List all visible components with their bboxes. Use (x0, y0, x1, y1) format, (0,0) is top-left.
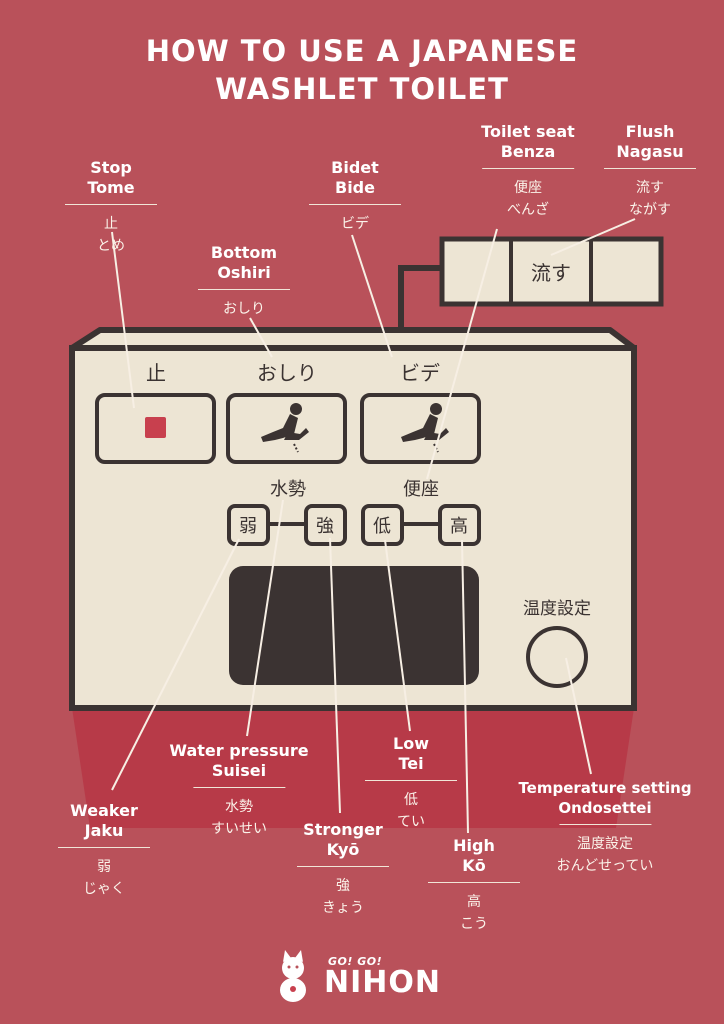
callout-water-pressure-en2: Suisei (211, 761, 267, 780)
callout-flush-en2: Nagasu (616, 142, 684, 161)
callout-bottom-jp1: おしり (223, 301, 265, 317)
stop-square-icon (145, 417, 166, 438)
flush-button-label[interactable]: 流す (531, 261, 571, 285)
bottom-label: おしり (257, 361, 317, 385)
callout-water-pressure-en1: Water pressure (169, 741, 309, 760)
temperature-label: 温度設定 (523, 599, 591, 619)
callout-temperature-en2: Ondosettei (558, 799, 652, 817)
stronger-button-label: 強 (316, 516, 334, 537)
callout-low-en2: Tei (398, 754, 424, 773)
flush-cable (398, 265, 442, 330)
callout-flush: Flush Nagasu 流す ながす (604, 122, 696, 221)
low-button[interactable] (361, 504, 404, 546)
callout-weaker-jp2: じゃく (83, 881, 125, 897)
callout-flush-jp1: 流す (636, 180, 664, 196)
callout-temperature-en1: Temperature setting (518, 779, 692, 797)
callout-stop: Stop Tome 止 とめ (65, 158, 157, 257)
callout-water-pressure: Water pressure Suisei 水勢 すいせい (169, 741, 308, 840)
callout-stronger-jp1: 強 (336, 878, 350, 894)
callout-toilet-seat-en1: Toilet seat (481, 122, 575, 141)
toilet-shadow (72, 708, 634, 828)
callout-weaker-en1: Weaker (70, 801, 138, 820)
person-sitting-icon (261, 403, 309, 453)
page-title-line-2: WASHLET TOILET (215, 72, 509, 106)
pointer-lines (111, 218, 636, 834)
callout-stronger: Stronger Kyō 強 きょう (297, 820, 389, 919)
callout-stop-jp1: 止 (104, 216, 118, 232)
callout-high-en1: High (453, 836, 495, 855)
toilet-seat-label: 便座 (403, 479, 439, 500)
callout-toilet-seat: Toilet seat Benza 便座 べんざ (481, 122, 575, 221)
bidet-label: ビデ (400, 361, 440, 385)
callout-toilet-seat-en2: Benza (500, 142, 556, 161)
callout-bidet: Bidet Bide ビデ (309, 158, 401, 235)
bidet-button[interactable] (360, 393, 481, 464)
high-button[interactable] (438, 504, 481, 546)
callout-stop-jp2: とめ (97, 238, 125, 254)
callout-stop-en2: Tome (87, 178, 135, 197)
callout-toilet-seat-jp1: 便座 (513, 180, 542, 196)
callout-stronger-en2: Kyō (326, 840, 360, 859)
callout-low-jp1: 低 (404, 792, 418, 808)
stronger-button[interactable] (304, 504, 347, 546)
callout-water-pressure-jp1: 水勢 (225, 799, 253, 815)
weaker-button[interactable] (227, 504, 270, 546)
callout-high-jp2: こう (460, 916, 488, 932)
callout-temperature-jp1: 温度設定 (577, 836, 633, 852)
callout-low: Low Tei 低 てい (365, 734, 457, 833)
temperature-dial[interactable] (526, 626, 588, 688)
callout-toilet-seat-jp2: べんざ (506, 202, 549, 218)
callout-bidet-en1: Bidet (331, 158, 379, 177)
callout-low-en1: Low (393, 734, 429, 753)
callout-weaker: Weaker Jaku 弱 じゃく (58, 801, 150, 900)
callout-temperature: Temperature setting Ondosettei 温度設定 おんどせ… (518, 778, 691, 877)
low-button-label: 低 (373, 516, 391, 537)
logo-small-text: GO! GO! (328, 955, 383, 968)
callout-bottom-en2: Oshiri (217, 263, 271, 282)
display-screen (229, 566, 479, 685)
callout-temperature-jp2: おんどせってい (556, 858, 654, 874)
callout-weaker-jp1: 弱 (97, 859, 111, 875)
page-title-line-1: HOW TO USE A JAPANESE (145, 34, 579, 68)
weaker-button-label: 弱 (239, 516, 257, 537)
callout-high-en2: Kō (462, 856, 486, 875)
callout-water-pressure-jp2: すいせい (211, 821, 267, 837)
callout-flush-en1: Flush (625, 122, 675, 141)
callout-weaker-en2: Jaku (84, 821, 124, 840)
callout-stop-en1: Stop (90, 158, 132, 177)
callout-high-jp1: 高 (467, 894, 481, 910)
callout-bidet-en2: Bide (335, 178, 375, 197)
logo-big-text: NIHON (324, 965, 441, 1000)
callout-stronger-jp2: きょう (322, 900, 364, 916)
water-pressure-label: 水勢 (270, 479, 306, 500)
callout-bottom-en1: Bottom (210, 243, 278, 262)
stop-label: 止 (146, 361, 166, 385)
callout-high: High Kō 高 こう (428, 836, 520, 935)
callout-stronger-en1: Stronger (303, 820, 383, 839)
lucky-cat-logo-icon (280, 950, 306, 1002)
callout-low-jp2: てい (397, 814, 425, 830)
callout-bottom: Bottom Oshiri おしり (198, 243, 290, 320)
callout-flush-jp2: ながす (629, 202, 671, 218)
callout-bidet-jp1: ビデ (341, 216, 369, 232)
brand-logo[interactable]: GO! GO! NIHON (276, 953, 456, 1003)
high-button-label: 高 (450, 516, 468, 537)
